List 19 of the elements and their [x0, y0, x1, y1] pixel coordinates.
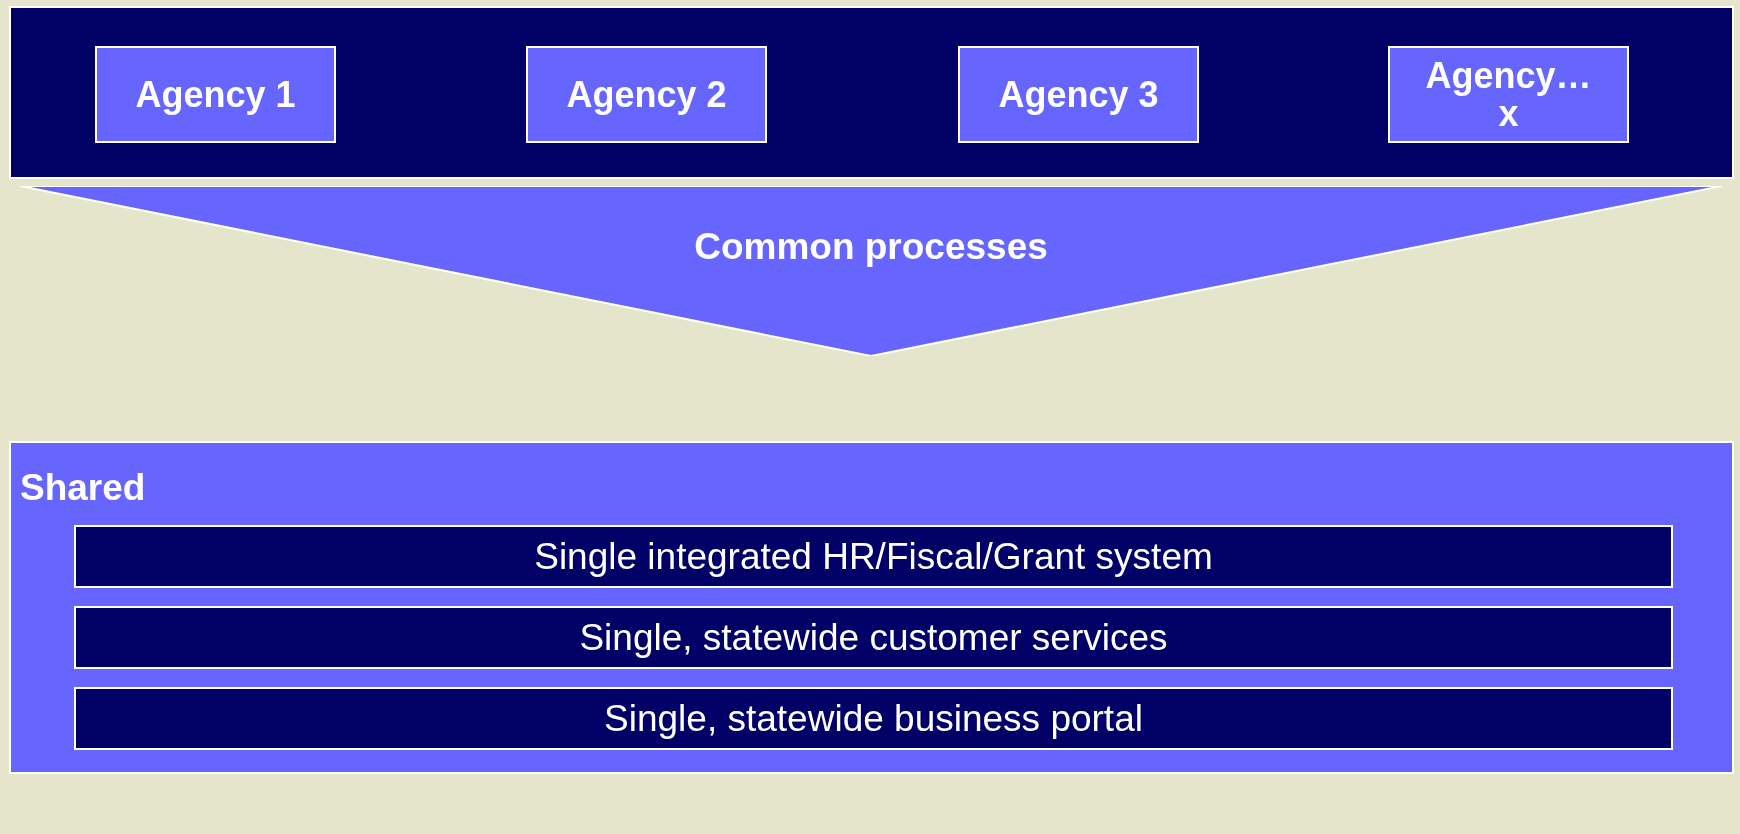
- agency-label: Agency 3: [998, 75, 1159, 114]
- bar-label: Single integrated HR/Fiscal/Grant system: [533, 534, 1214, 579]
- agency-box: [1388, 46, 1629, 143]
- system-bar: [74, 606, 1673, 669]
- panel-heading: Shared: [20, 467, 146, 509]
- bar-label: Single, statewide business portal: [603, 696, 1144, 741]
- agency-label: Agency 1: [135, 75, 296, 114]
- funnel-label: Common processes: [693, 226, 1049, 268]
- agency-label: Agency… x: [1424, 56, 1593, 133]
- agency-box: [958, 46, 1199, 143]
- shared-panel: [9, 441, 1734, 774]
- agency-band: [9, 6, 1734, 179]
- agency-label: Agency 2: [566, 75, 727, 114]
- bar-label: Single, statewide customer services: [578, 615, 1169, 660]
- agency-box: [95, 46, 336, 143]
- system-bar: [74, 525, 1673, 588]
- agency-box: [526, 46, 767, 143]
- system-bar: [74, 687, 1673, 750]
- funnel-shape: [20, 186, 1722, 356]
